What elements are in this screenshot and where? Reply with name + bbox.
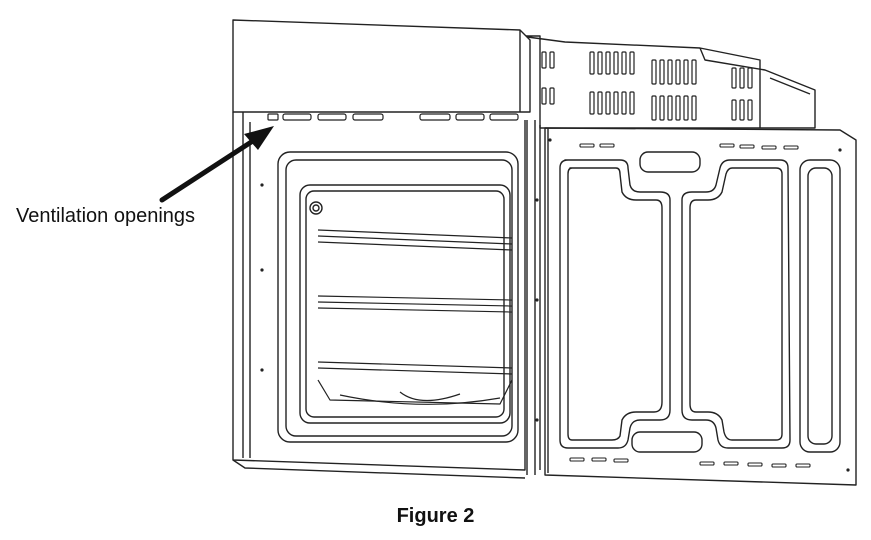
ventilation-openings xyxy=(267,113,519,121)
door-edge-slots xyxy=(569,143,811,468)
oven-body xyxy=(232,112,526,479)
top-trim-panel xyxy=(232,19,531,113)
rear-vent-slots xyxy=(541,51,753,121)
open-oven-door xyxy=(544,127,857,486)
oven-cavity xyxy=(277,151,519,443)
oven-racks xyxy=(317,229,513,405)
screw-dots xyxy=(260,138,850,472)
door-hinge-strip xyxy=(526,120,541,475)
callout-arrow xyxy=(159,126,274,203)
figure-caption: Figure 2 xyxy=(396,505,475,527)
callout-label: Ventilation openings xyxy=(16,205,196,227)
rear-vent-cabinet xyxy=(519,35,816,129)
